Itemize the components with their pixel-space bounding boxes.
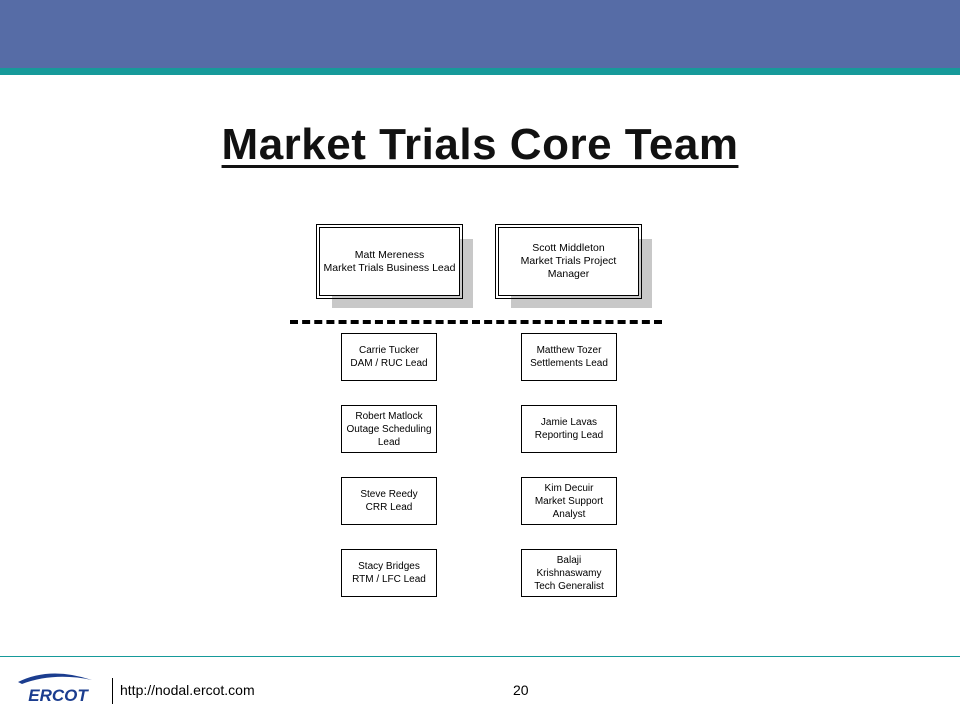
org-box-text: Balaji Krishnaswamy Tech Generalist [534, 554, 604, 592]
org-box-member: Matthew Tozer Settlements Lead [521, 333, 617, 381]
org-box-project-manager: Scott Middleton Market Trials Project Ma… [495, 224, 642, 299]
org-box-text: Stacy Bridges RTM / LFC Lead [352, 561, 426, 585]
org-box-text: Matt Mereness Market Trials Business Lea… [323, 248, 456, 274]
logo-text: ERCOT [28, 686, 89, 705]
org-box-member: Jamie Lavas Reporting Lead [521, 405, 617, 453]
ercot-logo: ERCOT [18, 673, 92, 705]
org-box-text: Kim Decuir Market Support Analyst [534, 482, 604, 520]
footer-url[interactable]: http://nodal.ercot.com [120, 682, 255, 698]
org-box-text: Jamie Lavas Reporting Lead [534, 417, 604, 441]
org-box-member: Robert Matlock Outage Scheduling Lead [341, 405, 437, 453]
org-box-text: Carrie Tucker DAM / RUC Lead [350, 345, 428, 369]
org-box-member: Balaji Krishnaswamy Tech Generalist [521, 549, 617, 597]
org-box-text: Robert Matlock Outage Scheduling Lead [346, 410, 432, 448]
separator-dashed-line [290, 320, 662, 324]
org-box-text: Scott Middleton Market Trials Project Ma… [520, 242, 617, 280]
org-box-text: Steve Reedy CRR Lead [360, 489, 418, 513]
org-box-text: Matthew Tozer Settlements Lead [530, 345, 608, 369]
footer-divider [0, 656, 960, 657]
org-box-member: Kim Decuir Market Support Analyst [521, 477, 617, 525]
slide-title: Market Trials Core Team [221, 120, 739, 169]
org-box-member: Carrie Tucker DAM / RUC Lead [341, 333, 437, 381]
logo-swoosh-icon [18, 673, 92, 684]
org-box-member: Steve Reedy CRR Lead [341, 477, 437, 525]
page-number: 20 [513, 682, 529, 698]
org-box-business-lead: Matt Mereness Market Trials Business Lea… [316, 224, 463, 299]
org-box-member: Stacy Bridges RTM / LFC Lead [341, 549, 437, 597]
header-bar [0, 0, 960, 68]
footer-separator [112, 678, 113, 704]
header-accent-stripe [0, 68, 960, 75]
